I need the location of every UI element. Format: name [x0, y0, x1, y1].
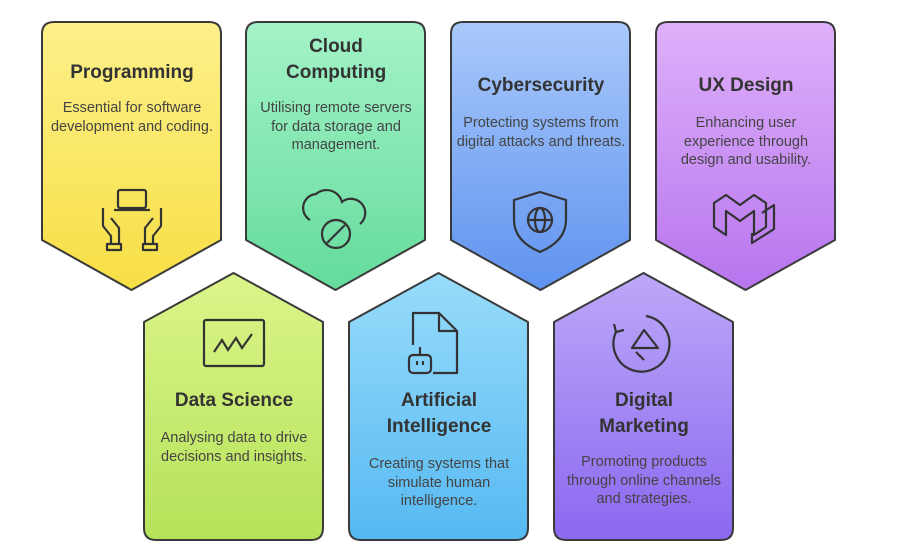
robot-document-icon	[407, 311, 459, 375]
cloud-blocked-icon	[302, 189, 367, 250]
card-desc-cloud-computing: Utilising remote servers for data storag…	[260, 100, 412, 153]
card-desc-artificial-intelligence: Creating systems that simulate human int…	[368, 456, 510, 509]
card-shape-digital-marketing	[553, 272, 734, 541]
chart-screen-icon	[202, 318, 266, 368]
card-desc-cybersecurity: Protecting systems from digital attacks …	[456, 115, 626, 150]
card-shape-cybersecurity	[450, 21, 631, 291]
card-title-cybersecurity: Cybersecurity	[477, 75, 605, 96]
card-title-cloud-computing: Cloud Computing	[286, 36, 387, 83]
card-title-digital-marketing: Digital Marketing	[599, 390, 689, 437]
card-desc-data-science: Analysing data to drive decisions and in…	[160, 430, 308, 465]
card-shape-data-science	[143, 272, 324, 541]
card-desc-programming: Essential for software development and c…	[50, 100, 214, 135]
card-title-ux-design: UX Design	[698, 75, 794, 96]
shield-globe-icon	[512, 190, 568, 254]
megaphone-cycle-icon	[612, 314, 671, 373]
card-shape-ux-design	[655, 21, 836, 291]
card-shape-programming	[41, 21, 222, 291]
card-title-data-science: Data Science	[174, 390, 294, 411]
ux-logo-icon	[712, 193, 776, 245]
card-shape-cloud-computing	[245, 21, 426, 291]
card-shape-artificial-intelligence	[348, 272, 529, 541]
card-desc-ux-design: Enhancing user experience through design…	[680, 115, 812, 168]
card-title-programming: Programming	[70, 62, 194, 83]
laptop-hands-icon	[101, 188, 163, 252]
card-desc-digital-marketing: Promoting products through online channe…	[567, 454, 721, 507]
card-title-artificial-intelligence: Artificial Intelligence	[386, 390, 492, 437]
